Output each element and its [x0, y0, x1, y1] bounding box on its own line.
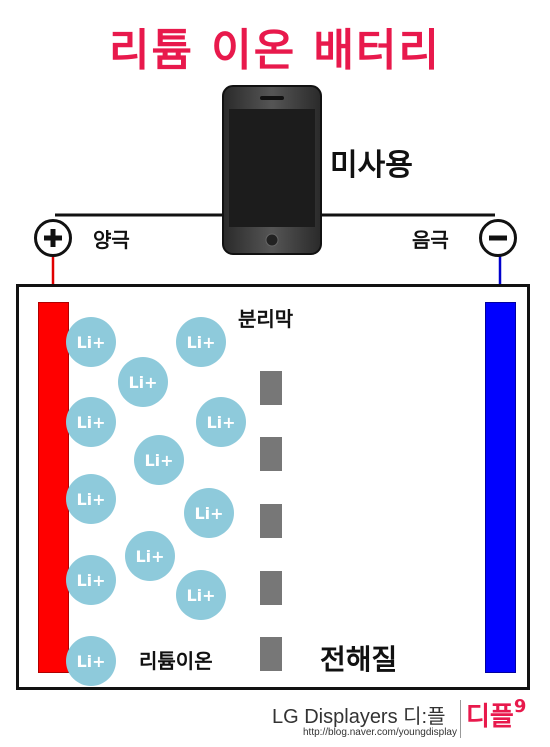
footer-logo-text: 디플 — [466, 702, 514, 732]
anode-label: 음극 — [412, 228, 449, 252]
lithium-ion: Li+ — [176, 570, 226, 620]
separator-label: 분리막 — [238, 307, 294, 331]
lithium-ion: Li+ — [66, 636, 116, 686]
device-label: 미사용 — [330, 148, 413, 183]
lithium-ion: Li+ — [134, 435, 184, 485]
lithium-ion-label: 리튬이온 — [139, 649, 213, 673]
footer-divider — [460, 700, 461, 738]
lithium-ion: Li+ — [184, 488, 234, 538]
separator-segment — [260, 504, 282, 538]
separator-segment — [260, 437, 282, 471]
footer-logo: 디플9 — [466, 696, 526, 733]
page-title: 리튬 이온 배터리 — [109, 25, 441, 76]
footer-logo-number: 9 — [513, 696, 527, 717]
lithium-ion: Li+ — [66, 317, 116, 367]
lithium-ion: Li+ — [196, 397, 246, 447]
minus-icon — [479, 219, 517, 257]
separator-segment — [260, 371, 282, 405]
smartphone-icon — [222, 85, 322, 255]
separator-segment — [260, 637, 282, 671]
lithium-ion: Li+ — [176, 317, 226, 367]
lithium-ion: Li+ — [66, 397, 116, 447]
footer-brand: LG Displayers 디:플 — [272, 706, 446, 728]
cathode-label: 양극 — [93, 228, 130, 252]
lithium-ion: Li+ — [125, 531, 175, 581]
lithium-ion: Li+ — [66, 474, 116, 524]
lithium-ion: Li+ — [66, 555, 116, 605]
electrolyte-label: 전해질 — [320, 643, 398, 676]
plus-icon — [34, 219, 72, 257]
anode-electrode — [485, 302, 516, 673]
cathode-electrode — [38, 302, 69, 673]
lithium-ion: Li+ — [118, 357, 168, 407]
footer-url[interactable]: http://blog.naver.com/youngdisplay — [303, 727, 457, 738]
separator-segment — [260, 571, 282, 605]
